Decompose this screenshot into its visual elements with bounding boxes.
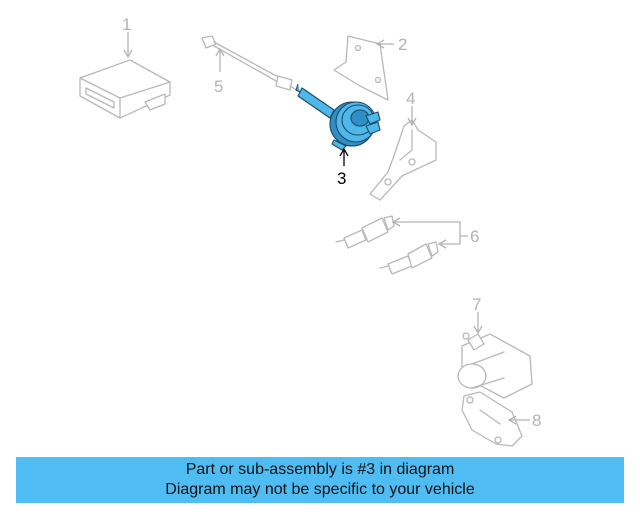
banner-line-part: Part or sub-assembly is #3 in diagram [185, 461, 455, 478]
part-4-bracket[interactable] [369, 119, 437, 201]
callout-5[interactable]: 5 [214, 77, 223, 96]
part-8-bracket[interactable] [461, 391, 523, 447]
part-1-control-module[interactable] [79, 59, 171, 119]
callout-3[interactable]: 3 [337, 169, 346, 188]
leader-line-6 [394, 221, 468, 245]
callout-6[interactable]: 6 [470, 227, 479, 246]
part-7-motor[interactable] [457, 332, 533, 399]
banner-line-disclaimer: Diagram may not be specific to your vehi… [165, 481, 475, 498]
part-6-switch-lower[interactable] [379, 241, 439, 275]
part-3-vacuum-actuator[interactable] [295, 83, 381, 151]
part-6-switch-upper[interactable] [335, 215, 395, 249]
callout-7[interactable]: 7 [472, 295, 481, 314]
info-banner: Part or sub-assembly is #3 in diagram Di… [16, 457, 624, 503]
callout-8[interactable]: 8 [532, 411, 541, 430]
callout-2[interactable]: 2 [398, 35, 407, 54]
part-5-cable[interactable] [201, 35, 301, 93]
callout-1[interactable]: 1 [122, 15, 131, 34]
callout-4[interactable]: 4 [406, 89, 415, 108]
